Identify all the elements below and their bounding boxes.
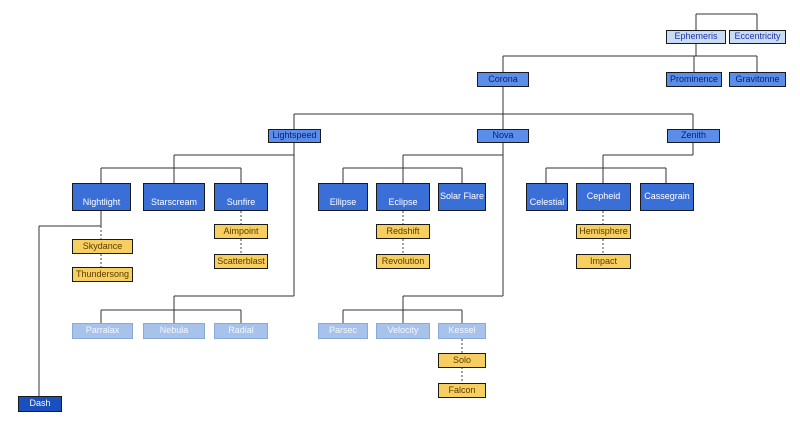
node-eccentricity[interactable]: Eccentricity	[729, 30, 786, 44]
node-ephemeris[interactable]: Ephemeris	[666, 30, 726, 44]
node-corona[interactable]: Corona	[477, 72, 529, 87]
node-dash[interactable]: Dash	[18, 396, 62, 412]
node-parsec[interactable]: Parsec	[318, 323, 368, 339]
node-zenith[interactable]: Zenith	[667, 129, 720, 143]
node-scatterblast[interactable]: Scatterblast	[214, 254, 268, 269]
node-revolution[interactable]: Revolution	[376, 254, 430, 269]
node-cepheid[interactable]: Cepheid	[576, 183, 631, 211]
node-skydance[interactable]: Skydance	[72, 239, 133, 254]
node-nova[interactable]: Nova	[477, 129, 529, 143]
node-solar-flare[interactable]: Solar Flare	[438, 183, 486, 211]
node-gravitonne[interactable]: Gravitonne	[729, 72, 786, 87]
node-ellipse[interactable]: Ellipse	[318, 183, 368, 211]
node-lightspeed[interactable]: Lightspeed	[268, 129, 321, 143]
node-nightlight[interactable]: Nightlight	[72, 183, 131, 211]
node-sunfire[interactable]: Sunfire	[214, 183, 268, 211]
node-starscream[interactable]: Starscream	[143, 183, 205, 211]
node-kessel[interactable]: Kessel	[438, 323, 486, 339]
node-impact[interactable]: Impact	[576, 254, 631, 269]
node-parralax[interactable]: Parralax	[72, 323, 133, 339]
node-thundersong[interactable]: Thundersong	[72, 267, 133, 282]
node-hemisphere[interactable]: Hemisphere	[576, 224, 631, 239]
node-velocity[interactable]: Velocity	[376, 323, 430, 339]
node-falcon[interactable]: Falcon	[438, 383, 486, 398]
node-solo[interactable]: Solo	[438, 353, 486, 368]
node-cassegrain[interactable]: Cassegrain	[640, 183, 694, 211]
node-radial[interactable]: Radial	[214, 323, 268, 339]
node-eclipse[interactable]: Eclipse	[376, 183, 430, 211]
node-prominence[interactable]: Prominence	[666, 72, 722, 87]
node-aimpoint[interactable]: Aimpoint	[214, 224, 268, 239]
node-nebula[interactable]: Nebula	[143, 323, 205, 339]
node-celestial[interactable]: Celestial	[526, 183, 568, 211]
node-redshift[interactable]: Redshift	[376, 224, 430, 239]
